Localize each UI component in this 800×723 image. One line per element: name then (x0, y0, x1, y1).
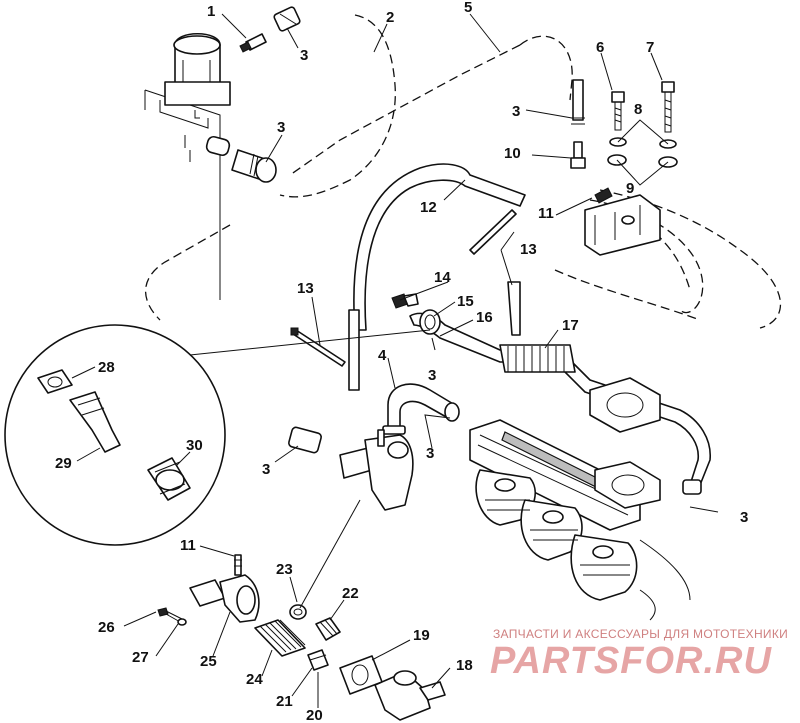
tie-strap-upper (469, 209, 521, 336)
callout-16: 16 (476, 309, 493, 326)
plunger-21 (307, 649, 329, 671)
bolt-7 (661, 81, 675, 133)
callout-4: 4 (378, 347, 387, 364)
callout-25: 25 (200, 653, 217, 670)
callout-22: 22 (342, 585, 359, 602)
fitting-11-lower (234, 554, 242, 576)
elbow-hose-4 (382, 383, 460, 435)
callout-6: 6 (596, 39, 604, 56)
callout-3: 3 (740, 509, 748, 526)
callout-15: 15 (457, 293, 474, 310)
oil-tank-outline (144, 33, 231, 300)
callout-11: 11 (538, 205, 554, 222)
clamp-15 (419, 309, 441, 335)
watermark-logo: PARTSFOR.RU (490, 640, 772, 682)
callout-labels: 1 2 3 5 6 7 3 3 8 10 9 11 12 13 14 13 15… (55, 0, 748, 723)
fitting-1 (239, 33, 267, 53)
callout-14: 14 (434, 269, 451, 286)
callout-3: 3 (512, 103, 520, 120)
hose-assembly-17 (409, 312, 711, 495)
callout-3: 3 (426, 445, 434, 462)
callout-17: 17 (562, 317, 579, 334)
hose-vertical-mid (348, 309, 360, 391)
callout-10: 10 (504, 145, 521, 162)
callout-3: 3 (262, 461, 270, 478)
o-ring-23 (289, 604, 307, 620)
pump-housing-25 (189, 574, 260, 623)
oil-pump-body (288, 426, 414, 511)
callout-27: 27 (132, 649, 149, 666)
callout-19: 19 (413, 627, 430, 644)
callout-3: 3 (300, 47, 308, 64)
callout-18: 18 (456, 657, 473, 674)
fitting-11-upper (594, 187, 613, 204)
callout-23: 23 (276, 561, 293, 578)
leader-lines (71, 13, 719, 708)
callout-9: 9 (626, 180, 634, 197)
screw-26-27 (157, 607, 187, 626)
hose-12 (353, 163, 526, 331)
fitting-10 (570, 141, 586, 169)
callout-3: 3 (277, 119, 285, 136)
callout-11: 11 (180, 537, 196, 554)
callout-2: 2 (386, 9, 394, 26)
callout-20: 20 (306, 707, 323, 723)
callout-28: 28 (98, 359, 115, 376)
callout-29: 29 (55, 455, 72, 472)
washers-8 (609, 119, 677, 149)
pump-cover-18 (374, 670, 446, 721)
intake-manifold (469, 419, 641, 531)
callout-26: 26 (98, 619, 115, 636)
callout-21: 21 (276, 693, 293, 710)
gaskets (589, 377, 661, 509)
callout-5: 5 (464, 0, 472, 16)
bolt-6 (611, 91, 625, 131)
fitting-14 (391, 293, 419, 309)
clamp-top (273, 6, 301, 32)
washers-9 (607, 154, 678, 186)
engine-cylinders (475, 469, 691, 621)
callout-13: 13 (297, 280, 314, 297)
callout-12: 12 (420, 199, 437, 216)
detail-circle (4, 324, 431, 546)
callout-13: 13 (520, 241, 537, 258)
hose-pieces-left (205, 135, 277, 183)
valve-22 (315, 617, 341, 641)
callout-7: 7 (646, 39, 654, 56)
callout-1: 1 (207, 3, 215, 20)
callout-30: 30 (186, 437, 203, 454)
callout-24: 24 (246, 671, 263, 688)
callout-3: 3 (428, 367, 436, 384)
watermark-tagline: ЗАПЧАСТИ И АКСЕССУАРЫ ДЛЯ МОТОТЕХНИКИ (493, 627, 789, 641)
tie-strap-left (290, 327, 346, 367)
spring-24 (254, 619, 306, 657)
bracket-pump-mount (584, 194, 661, 256)
hose-vertical-right (571, 79, 585, 125)
callout-8: 8 (634, 101, 642, 118)
